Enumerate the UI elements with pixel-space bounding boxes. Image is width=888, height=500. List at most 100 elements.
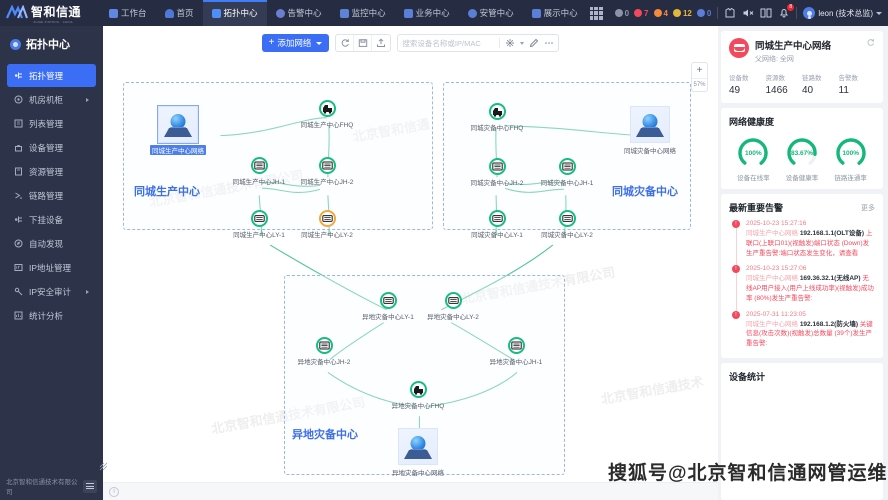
timeline-line [735, 228, 737, 266]
sidebar-item-list[interactable]: 列表管理 [7, 112, 96, 135]
topology-node[interactable]: 异地灾备中心FHQ [383, 381, 453, 410]
topology-node[interactable]: 同城生产中心LY-2 [292, 210, 362, 239]
rack-icon [14, 95, 23, 104]
apps-grid-icon[interactable] [589, 6, 603, 20]
save-icon[interactable] [354, 35, 373, 51]
gateway-icon [318, 100, 336, 117]
nav-tab-2[interactable]: 首页 [156, 0, 203, 26]
collapse-sidebar-button[interactable] [83, 479, 97, 493]
nav-tab-8[interactable]: 展示中心 [523, 0, 587, 26]
alarm-time: 2025-07-31 11:23:05 [746, 310, 806, 318]
router-icon [488, 210, 506, 227]
topology-node[interactable]: 同城灾备中心LY-1 [462, 210, 532, 239]
screen-split-icon[interactable] [760, 7, 772, 19]
refresh-icon[interactable] [336, 35, 355, 51]
alert-dot-icon [653, 9, 662, 17]
alarm-device-ip: 192.168.1.1(OLT设备) [799, 230, 866, 237]
sidebar-footer: 北京智和信通技术有限公司 [0, 476, 103, 500]
gauge-value: 83.67% [790, 149, 814, 157]
sidebar-item-chart[interactable]: 统计分析 [7, 304, 96, 327]
shirt-icon[interactable] [724, 7, 736, 19]
user-menu[interactable]: leon (技术总监) [803, 7, 882, 19]
alert-counter-gray[interactable]: 0 [614, 9, 629, 18]
export-icon[interactable] [372, 35, 390, 51]
bell-icon[interactable]: 8 [778, 4, 795, 19]
alert-counter-yellow[interactable]: 12 [672, 9, 692, 18]
chevron-down-icon[interactable] [520, 41, 525, 45]
network-cloud-node[interactable]: 同城生产中心网络 [133, 105, 223, 155]
gateway-icon [488, 103, 506, 120]
company-name: 北京智和信通技术有限公司 [6, 479, 78, 496]
layout-icon[interactable] [505, 38, 515, 48]
alert-counter-red[interactable]: 7 [634, 9, 649, 18]
refresh-icon[interactable] [866, 38, 875, 49]
mute-icon[interactable] [742, 7, 754, 19]
topology-node-label: 同城生产中心LY-1 [233, 232, 285, 239]
alert-counter-blue[interactable]: 0 [696, 9, 711, 18]
sidebar-item-resource[interactable]: 资源管理 [7, 160, 96, 183]
cluster-group[interactable] [123, 82, 433, 230]
alarms-more-link[interactable]: 更多 [861, 204, 875, 212]
network-stat-value: 49 [729, 85, 741, 96]
switch-icon [318, 157, 336, 174]
zoom-level-value: 57% [692, 78, 707, 91]
network-cloud-node[interactable]: 异地灾备中心网络 [373, 428, 463, 477]
nav-tab-3[interactable]: 拓扑中心 [202, 0, 267, 26]
alert-dot-icon [614, 9, 623, 17]
topology-node[interactable]: 同城灾备中心FHQ [462, 103, 532, 132]
alert-counter-orange[interactable]: 4 [653, 9, 668, 18]
topology-node[interactable]: 同城生产中心FHQ [292, 100, 362, 129]
topology-node[interactable]: 同城灾备中心JH-1 [532, 158, 602, 187]
nav-tab-1[interactable]: 工作台 [100, 0, 156, 26]
sidebar-item-label: 下挂设备 [29, 214, 64, 225]
device-icon [14, 143, 23, 152]
topology-node[interactable]: 同城生产中心LY-1 [224, 210, 294, 239]
network-globe-icon [630, 106, 670, 143]
topology-node[interactable]: 异地灾备中心JH-1 [481, 337, 551, 366]
logo[interactable]: 智和信通 ZHIHE XINTONG · CHINA [0, 3, 100, 24]
topology-node[interactable]: 同城灾备中心JH-2 [462, 158, 532, 187]
topology-node-label: 同城灾备中心FHQ [470, 125, 524, 132]
add-network-button[interactable]: + 添加网络 [261, 34, 330, 52]
router-icon [558, 210, 576, 227]
nav-tab-label: 监控中心 [351, 8, 386, 18]
info-icon[interactable]: i [109, 486, 119, 497]
nav-tab-6[interactable]: 业务中心 [395, 0, 459, 26]
topology-node[interactable]: 异地灾备中心LY-2 [418, 292, 488, 321]
search-box[interactable] [397, 34, 560, 52]
sidebar-item-discovery[interactable]: 自动发现 [7, 232, 96, 255]
topology-node-label: 异地灾备中心LY-2 [427, 314, 479, 321]
sidebar-item-topology[interactable]: 拓扑管理 [7, 64, 96, 87]
sidebar-item-audit[interactable]: IP安全审计 [7, 280, 96, 303]
topology-node[interactable]: 异地灾备中心JH-2 [289, 337, 359, 366]
zoom-in-button[interactable]: + [696, 65, 703, 76]
nav-tab-4[interactable]: 告警中心 [267, 0, 331, 26]
nav-tab-7[interactable]: 安管中心 [459, 0, 523, 26]
sidebar-item-link[interactable]: 链路管理 [7, 184, 96, 207]
panel-resize-handle[interactable] [99, 462, 108, 471]
alarm-timeline: ! [732, 265, 741, 311]
edit-icon[interactable] [529, 38, 539, 48]
more-icon[interactable] [544, 38, 554, 48]
topology-canvas[interactable]: 北京智和信通技术有限公司北京智和信通北京智和信通技术有限公司北京智和信通技术有限… [103, 56, 718, 500]
topology-node[interactable]: 异地灾备中心LY-1 [353, 292, 423, 321]
topology-node[interactable]: 同城生产中心JH-2 [292, 157, 362, 186]
network-cloud-node[interactable]: 同城灾备中心网络 [605, 106, 695, 155]
topology-node[interactable]: 同城生产中心JH-1 [224, 157, 294, 186]
sidebar-item-rack[interactable]: 机房机柜 [7, 88, 96, 111]
nav-tab-5[interactable]: 监控中心 [331, 0, 395, 26]
monitor-icon [339, 8, 349, 18]
sidebar-item-ip[interactable]: IP地址管理 [7, 256, 96, 279]
search-input[interactable] [402, 38, 495, 48]
sidebar-item-device[interactable]: 设备管理 [7, 136, 96, 159]
topology-node[interactable]: 同城灾备中心LY-2 [532, 210, 602, 239]
dashboard-icon [109, 8, 118, 18]
sidebar-item-subdevice[interactable]: 下挂设备 [7, 208, 96, 231]
